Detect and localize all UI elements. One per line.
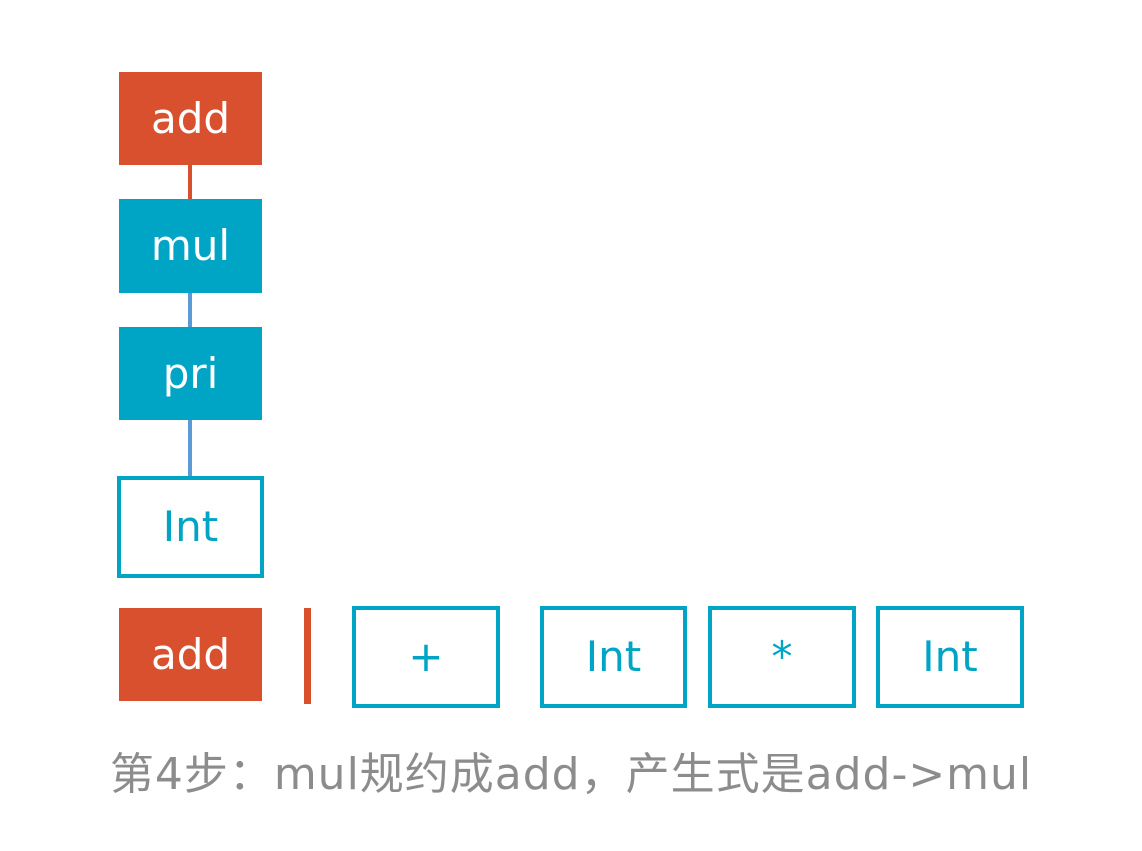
connector-add-mul <box>188 165 192 199</box>
parse-cursor <box>304 608 311 704</box>
connector-mul-pri <box>188 293 192 327</box>
tree-node-pri: pri <box>119 327 262 420</box>
input-token-int-2: Int <box>876 606 1024 708</box>
tree-node-int: Int <box>117 476 264 578</box>
tree-node-add: add <box>119 72 262 165</box>
stack-top-add: add <box>119 608 262 701</box>
input-token-int-1: Int <box>540 606 687 708</box>
input-token-plus: + <box>352 606 500 708</box>
tree-node-mul: mul <box>119 199 262 293</box>
input-token-star: * <box>708 606 856 708</box>
connector-pri-int <box>188 420 192 476</box>
step-caption: 第4步：mul规约成add，产生式是add->mul <box>109 749 1033 800</box>
